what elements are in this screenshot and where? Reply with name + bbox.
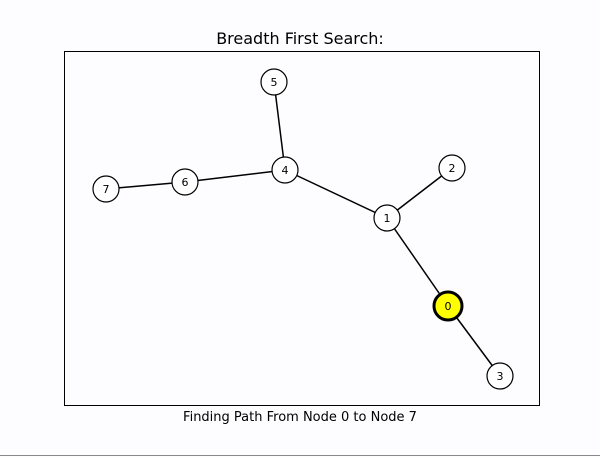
edge-4-6 (184, 169, 286, 183)
edge-4-5 (273, 81, 286, 171)
node-1: 1 (373, 204, 401, 232)
node-4-circle (271, 156, 299, 184)
node-5: 5 (260, 68, 288, 96)
node-7: 7 (92, 175, 120, 203)
node-5-label: 5 (271, 76, 278, 89)
diagram-caption: Finding Path From Node 0 to Node 7 (183, 410, 417, 425)
node-7-circle (92, 175, 120, 203)
node-7-label: 7 (103, 183, 110, 196)
node-4-label: 4 (282, 164, 289, 177)
node-0: 0 (432, 290, 464, 322)
node-6-label: 6 (182, 176, 189, 189)
node-0-label: 0 (445, 300, 452, 313)
edge-0-1 (386, 217, 449, 307)
bottom-divider (0, 455, 600, 456)
node-2: 2 (438, 154, 466, 182)
node-1-label: 1 (384, 212, 391, 225)
diagram-title: Breadth First Search: (216, 29, 384, 48)
node-3-circle (486, 362, 514, 390)
node-3: 3 (486, 362, 514, 390)
node-5-circle (260, 68, 288, 96)
node-0-circle (432, 290, 464, 322)
node-4: 4 (271, 156, 299, 184)
node-6-circle (171, 168, 199, 196)
node-2-circle (438, 154, 466, 182)
node-6: 6 (171, 168, 199, 196)
edge-1-4 (284, 169, 388, 219)
node-2-label: 2 (449, 162, 456, 175)
plot-frame (64, 51, 540, 406)
node-1-circle (373, 204, 401, 232)
node-3-label: 3 (497, 370, 504, 383)
edge-1-2 (386, 167, 453, 219)
